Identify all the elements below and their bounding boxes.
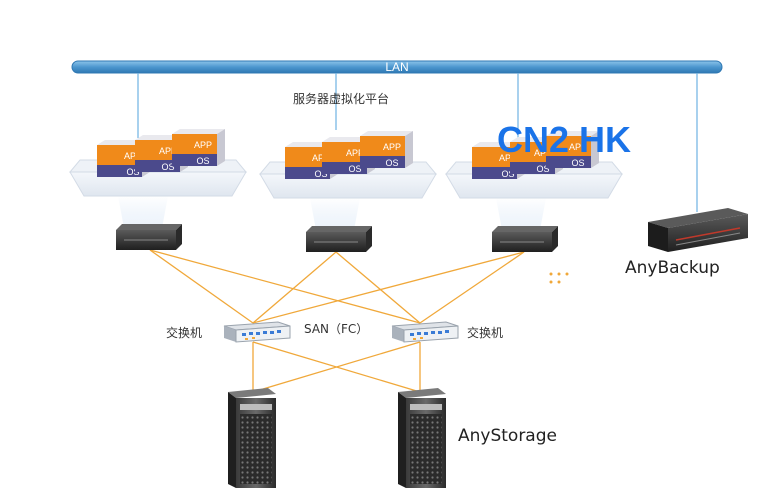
vm-os-text: OS: [348, 164, 361, 174]
vm-app-text: APP: [346, 148, 364, 158]
vm-app-text: APP: [312, 153, 330, 163]
backup-server: [648, 208, 748, 252]
vm-os-text: OS: [536, 164, 549, 174]
storage-tower-right: [398, 388, 446, 488]
vm-app-text: APP: [194, 140, 212, 150]
vm-app-text: APP: [534, 148, 552, 158]
switch-right-label: 交换机: [467, 326, 504, 340]
vm-app-text: APP: [124, 151, 142, 161]
storage-tower-left: [228, 388, 276, 488]
vm-app-text: APP: [499, 153, 517, 163]
vm-os-text: OS: [385, 158, 398, 168]
vm-os-text: OS: [501, 169, 514, 179]
vm-os-text: OS: [314, 169, 327, 179]
host-server-3: [492, 226, 558, 252]
host-group-2: APP OS APP OS APP OS: [258, 131, 438, 252]
host-group-3: APP OS APP OS APP OS: [444, 131, 624, 252]
anystorage-label: AnyStorage: [458, 426, 557, 446]
host-server-1: [116, 224, 182, 250]
virtualization-platform-label: 服务器虚拟化平台: [293, 92, 390, 106]
san-label: SAN（FC）: [304, 322, 369, 336]
orange-dots: [549, 272, 569, 284]
vm-stack-7: APP OS: [472, 142, 525, 179]
vm-app-text: APP: [383, 142, 401, 152]
vm-os-text: OS: [196, 156, 209, 166]
lan-bus: [71, 60, 723, 74]
vm-app-text: APP: [159, 146, 177, 156]
fc-switch-right: [391, 321, 459, 343]
vm-os-text: OS: [126, 167, 139, 177]
lan-drop-lines: [137, 73, 698, 212]
vm-os-text: OS: [161, 162, 174, 172]
watermark-text: CN2 HK: [497, 119, 632, 160]
vm-app-text: APP: [569, 142, 587, 152]
switch-left-label: 交换机: [166, 326, 203, 340]
vm-stack-3: APP OS: [172, 129, 225, 166]
host-server-2: [306, 226, 372, 252]
vm-os-text: OS: [571, 158, 584, 168]
lan-label: LAN: [385, 60, 409, 74]
host-group-1: APP OS APP OS APP OS: [68, 129, 248, 250]
fc-links: [149, 249, 525, 393]
anybackup-label: AnyBackup: [625, 258, 720, 278]
vm-stack-6: APP OS: [360, 131, 413, 168]
vm-stack-9: APP OS: [546, 131, 599, 168]
fc-switch-left: [223, 321, 291, 343]
